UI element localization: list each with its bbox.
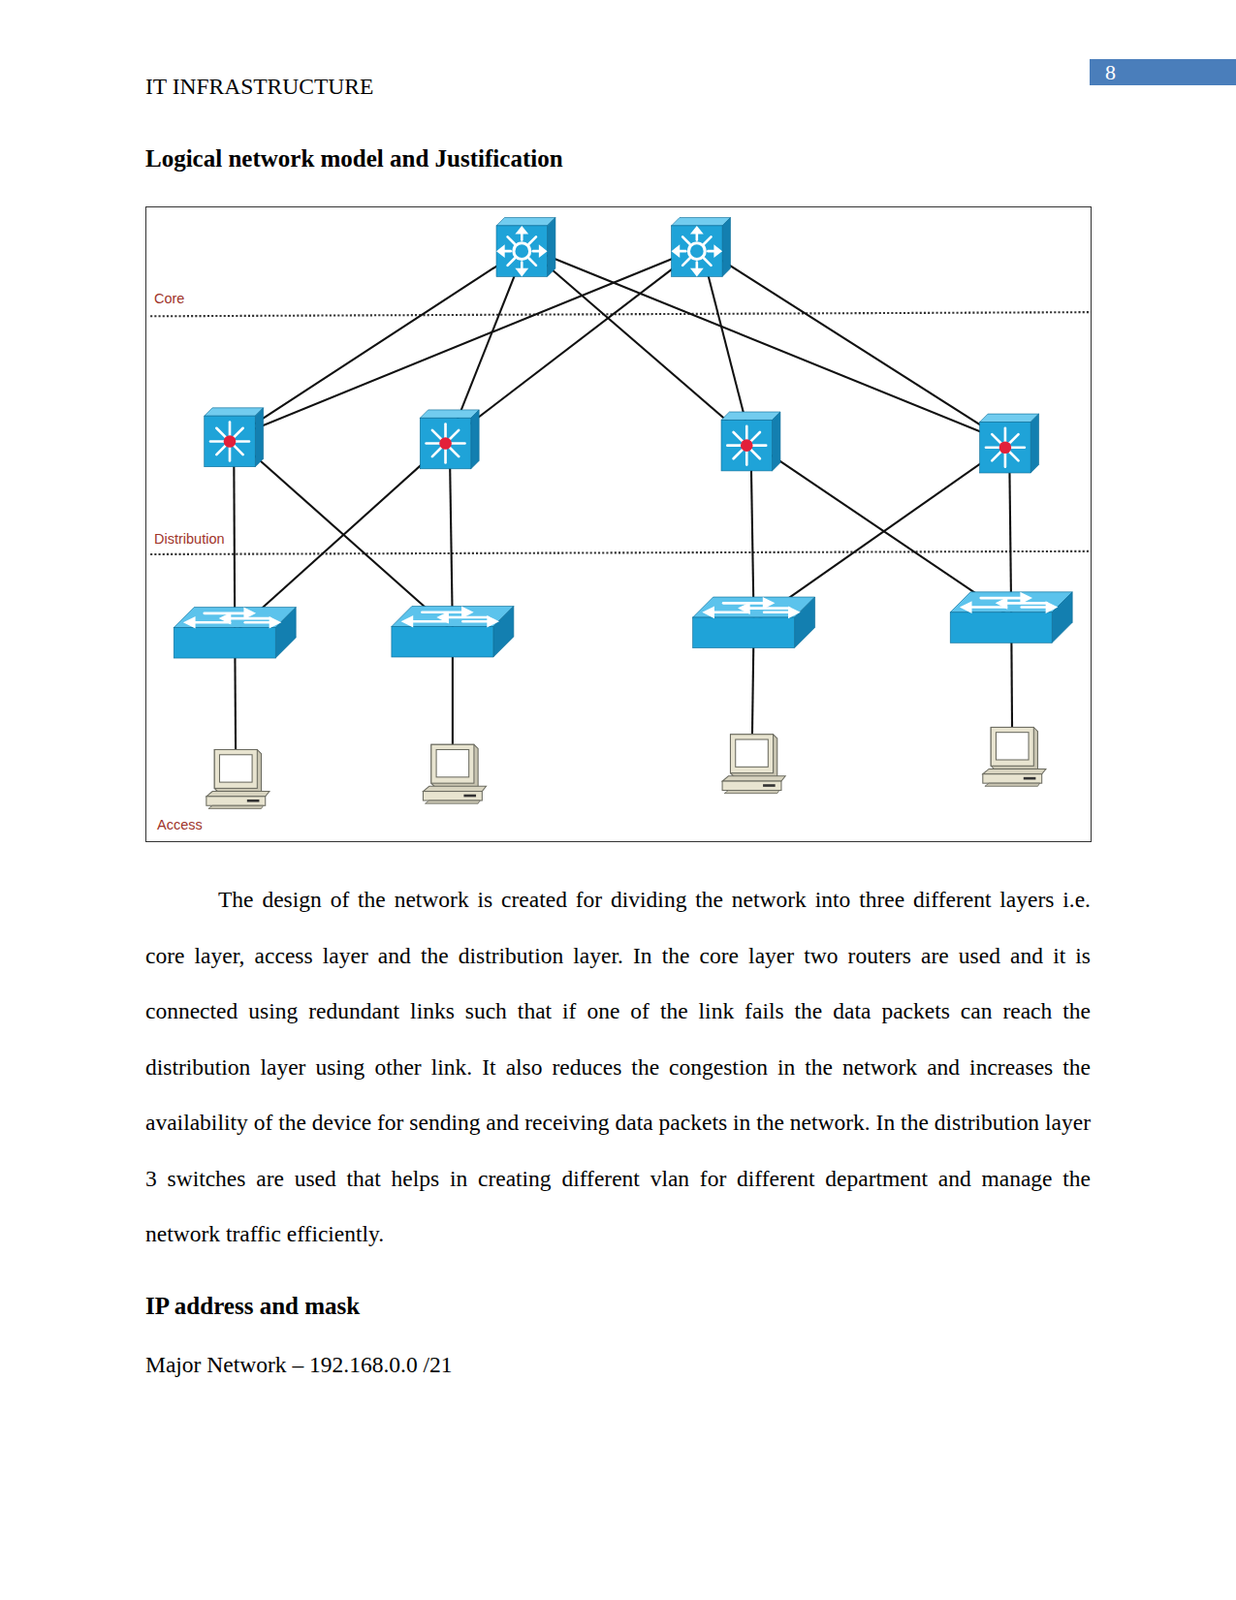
layer-label: Access [157,817,203,833]
access-switch [950,592,1073,643]
access-switch [693,597,816,648]
pc-icon [206,750,270,810]
layer3-switch [721,412,781,472]
core-router [496,217,556,277]
network-links [233,247,1013,781]
layer-label: Distribution [154,531,225,547]
section-heading: Logical network model and Justification [145,145,564,173]
layer-divider [150,312,1089,555]
layer3-switch [419,410,479,470]
access-switch [391,606,514,658]
network-figure: CoreDistributionAccess [145,206,1092,843]
layer-label: Core [154,290,185,307]
access-switch [173,607,296,659]
layer3-switch [980,413,1040,474]
core-router [671,217,731,277]
layer3-switch [204,408,264,468]
body-paragraph: The design of the network is created for… [145,872,1091,1264]
pc-icon [422,744,486,804]
running-header: IT INFRASTRUCTURE [145,73,374,100]
page-number-badge: 8 [1089,59,1236,86]
page-number: 8 [1089,59,1124,86]
pc-icon [982,727,1046,787]
body-text: Major Network – 192.168.0.0 /21 [145,1352,453,1379]
section-heading: IP address and mask [145,1293,360,1321]
network-illustration [146,207,1091,842]
pc-icon [722,734,786,794]
